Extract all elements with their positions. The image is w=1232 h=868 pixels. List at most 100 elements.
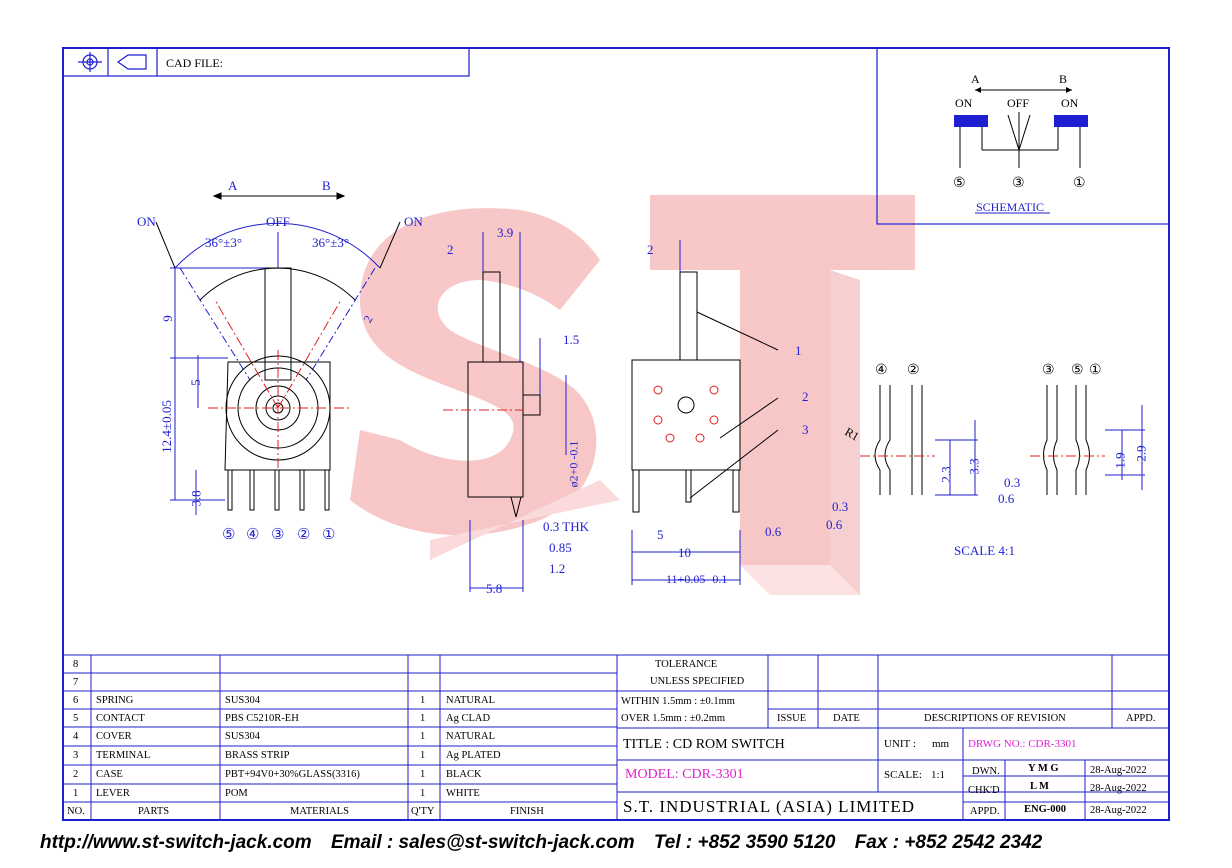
bom-row-1-no: 1 <box>73 788 79 799</box>
side-dim-5-8: 5.8 <box>486 581 503 596</box>
detail-dim-2-3: 2.3 <box>938 466 954 483</box>
detail-pin-1: ① <box>1089 363 1102 378</box>
bom-header-parts: PARTS <box>138 806 170 817</box>
side-dim-1-5: 1.5 <box>563 332 580 347</box>
rear-dim-11: 11+0.05 -0.1 <box>666 572 728 586</box>
schematic-on-left: ON <box>955 96 973 110</box>
chkd-date: 28-Aug-2022 <box>1090 783 1147 794</box>
front-pin-1: ① <box>322 527 336 543</box>
detail-dim-0-3-a: 0.3 <box>832 499 849 514</box>
bom-row-1-qty: 1 <box>420 788 426 799</box>
tolerance-within: WITHIN 1.5mm : ±0.1mm <box>621 696 735 707</box>
bom-row-6-material: SUS304 <box>225 695 261 706</box>
schematic-pin-1: ① <box>1073 176 1086 191</box>
front-label-a: A <box>228 178 238 193</box>
side-dim-0-85: 0.85 <box>549 540 572 555</box>
detail-pin-4: ④ <box>875 363 888 378</box>
bom-header-no: NO. <box>67 806 85 817</box>
bom-row-4-material: SUS304 <box>225 731 261 742</box>
bom-row-2-qty: 1 <box>420 769 426 780</box>
schematic-label-a: A <box>971 72 980 86</box>
bom-row-6-no: 6 <box>73 695 79 706</box>
appd-label: APPD. <box>970 806 1000 817</box>
side-dim-3-9: 3.9 <box>497 225 514 240</box>
bom-header-materials: MATERIALS <box>290 806 349 817</box>
bom-row-4-part: COVER <box>96 731 132 742</box>
chkd-label: CHK'D <box>968 785 1000 796</box>
bom-row-7-no: 7 <box>73 677 79 688</box>
descriptions-header: DESCRIPTIONS OF REVISION <box>924 713 1066 724</box>
rear-dim-2: 2 <box>647 242 654 257</box>
detail-dim-3-3: 3.3 <box>966 458 982 475</box>
bom-row-4-finish: NATURAL <box>446 731 495 742</box>
footer-contact: http://www.st-switch-jack.com Email : sa… <box>40 832 1200 854</box>
bom-row-5-part: CONTACT <box>96 713 145 724</box>
front-dim-5: 5 <box>187 379 203 386</box>
front-on-left: ON <box>137 214 156 229</box>
rear-dim-10: 10 <box>678 545 691 560</box>
appd-name: ENG-000 <box>1024 804 1066 815</box>
drawing-title: TITLE : CD ROM SWITCH <box>623 737 785 752</box>
bom-header-finish: FINISH <box>510 806 544 817</box>
detail-pin-5: ⑤ <box>1071 363 1084 378</box>
side-view <box>443 232 567 592</box>
st-watermark <box>350 195 915 595</box>
front-angle-left: 36°±3° <box>205 235 243 250</box>
bom-row-6-part: SPRING <box>96 695 134 706</box>
date-header: DATE <box>833 713 860 724</box>
company-name: S.T. INDUSTRIAL (ASIA) LIMITED <box>623 797 916 816</box>
bom-row-1-part: LEVER <box>96 788 130 799</box>
bom-row-6-qty: 1 <box>420 695 426 706</box>
appd-date: 28-Aug-2022 <box>1090 805 1147 816</box>
rear-dim-5: 5 <box>657 527 664 542</box>
footer-tel: Tel : +852 3590 5120 <box>653 832 836 853</box>
bom-row-3-finish: Ag PLATED <box>446 750 501 761</box>
detail-pin-2: ② <box>907 363 920 378</box>
callout-1: 1 <box>795 343 802 358</box>
detail-dim-0-3-b: 0.3 <box>1004 475 1021 490</box>
dwn-label: DWN. <box>972 766 1000 777</box>
front-label-b: B <box>322 178 331 193</box>
detail-dim-1-9: 1.9 <box>1112 452 1128 469</box>
bom-row-5-finish: Ag CLAD <box>446 713 491 724</box>
schematic-on-right: ON <box>1061 96 1079 110</box>
title-block-grid <box>62 654 1170 821</box>
bom-row-3-part: TERMINAL <box>96 750 151 761</box>
rear-view <box>631 240 779 585</box>
schematic-label-b: B <box>1059 72 1068 86</box>
footer-email[interactable]: Email : sales@st-switch-jack.com <box>330 832 635 853</box>
bom-row-4-no: 4 <box>73 731 79 742</box>
chkd-name: L M <box>1030 781 1049 792</box>
side-dim-1-2: 1.2 <box>549 561 566 576</box>
front-pin-5: ⑤ <box>222 527 236 543</box>
rear-dim-0-6: 0.6 <box>765 524 782 539</box>
tolerance-over: OVER 1.5mm : ±0.2mm <box>621 713 726 724</box>
side-dim-dia: ø2+0 -0.1 <box>566 440 581 488</box>
cad-header <box>62 47 470 77</box>
bom-row-5-no: 5 <box>73 713 79 724</box>
front-angle-right: 36°±3° <box>312 235 350 250</box>
bom-row-1-finish: WHITE <box>446 788 480 799</box>
bom-row-5-qty: 1 <box>420 713 426 724</box>
bom-row-2-no: 2 <box>73 769 79 780</box>
terminal-detail <box>860 385 1145 496</box>
footer-url[interactable]: http://www.st-switch-jack.com <box>40 832 312 853</box>
front-on-right: ON <box>404 214 423 229</box>
front-view <box>155 192 401 515</box>
bom-row-3-no: 3 <box>73 750 79 761</box>
front-dim-12-4: 12.4±0.05 <box>158 400 174 453</box>
bom-row-6-finish: NATURAL <box>446 695 495 706</box>
tolerance-label: TOLERANCE <box>655 659 718 670</box>
scale-label: SCALE: <box>884 769 922 781</box>
bom-header-qty: Q'TY <box>411 806 435 817</box>
detail-pin-3: ③ <box>1042 363 1055 378</box>
front-dim-3-8: 3.8 <box>188 490 204 507</box>
schematic-pin-3: ③ <box>1012 176 1025 191</box>
detail-dim-0-6-a: 0.6 <box>826 517 843 532</box>
side-dim-2: 2 <box>447 242 454 257</box>
schematic-off: OFF <box>1007 96 1030 110</box>
bom-row-2-finish: BLACK <box>446 769 482 780</box>
bom-row-4-qty: 1 <box>420 731 426 742</box>
